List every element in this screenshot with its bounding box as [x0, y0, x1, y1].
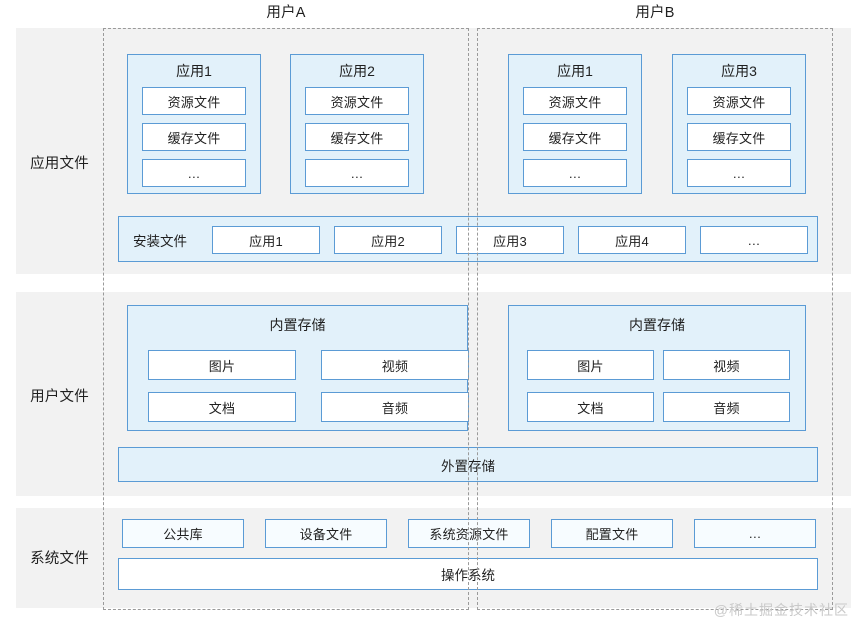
install-item-0[interactable]: 应用1 [212, 226, 320, 254]
app-group-b2-item-1[interactable]: 缓存文件 [687, 123, 791, 151]
install-item-4[interactable]: … [700, 226, 808, 254]
app-group-a2-title: 应用2 [339, 63, 375, 79]
app-group-a2-item-0[interactable]: 资源文件 [305, 87, 409, 115]
app-group-b1-item-0[interactable]: 资源文件 [523, 87, 627, 115]
app-group-b1-item-2[interactable]: … [523, 159, 627, 187]
app-group-b1-title: 应用1 [557, 63, 593, 79]
internal-storage-a-item-2[interactable]: 文档 [148, 392, 296, 422]
system-item-4[interactable]: … [694, 519, 816, 548]
system-item-2[interactable]: 系统资源文件 [408, 519, 530, 548]
user-b-title: 用户B [635, 5, 675, 21]
system-item-3[interactable]: 配置文件 [551, 519, 673, 548]
band-label-system-files: 系统文件 [30, 551, 89, 567]
app-group-b2[interactable]: 应用3 资源文件 缓存文件 … [672, 54, 806, 194]
app-group-b2-title: 应用3 [721, 63, 757, 79]
app-group-a1[interactable]: 应用1 资源文件 缓存文件 … [127, 54, 261, 194]
band-label-user-files: 用户文件 [30, 389, 89, 405]
band-label-application-files: 应用文件 [30, 156, 89, 172]
app-group-b2-item-0[interactable]: 资源文件 [687, 87, 791, 115]
app-group-a1-title: 应用1 [176, 63, 212, 79]
install-files-label: 安装文件 [133, 234, 187, 249]
app-group-a1-item-1[interactable]: 缓存文件 [142, 123, 246, 151]
external-storage-bar[interactable]: 外置存储 [118, 447, 818, 482]
app-group-b1-item-1[interactable]: 缓存文件 [523, 123, 627, 151]
internal-storage-b-item-0[interactable]: 图片 [527, 350, 654, 380]
internal-storage-a-item-0[interactable]: 图片 [148, 350, 296, 380]
system-item-0[interactable]: 公共库 [122, 519, 244, 548]
internal-storage-a: 内置存储 图片 视频 文档 音频 [127, 305, 469, 431]
app-group-b1[interactable]: 应用1 资源文件 缓存文件 … [508, 54, 642, 194]
watermark: @稀土掘金技术社区 [713, 602, 849, 618]
app-group-a2-item-1[interactable]: 缓存文件 [305, 123, 409, 151]
internal-storage-b: 内置存储 图片 视频 文档 音频 [508, 305, 806, 431]
internal-storage-b-title: 内置存储 [629, 317, 685, 333]
internal-storage-b-item-2[interactable]: 文档 [527, 392, 654, 422]
operating-system-bar[interactable]: 操作系统 [118, 558, 818, 590]
internal-storage-a-title: 内置存储 [269, 317, 326, 333]
app-group-a1-item-2[interactable]: … [142, 159, 246, 187]
system-item-1[interactable]: 设备文件 [265, 519, 387, 548]
internal-storage-b-item-3[interactable]: 音频 [663, 392, 790, 422]
install-item-2[interactable]: 应用3 [456, 226, 564, 254]
app-group-b2-item-2[interactable]: … [687, 159, 791, 187]
internal-storage-b-item-1[interactable]: 视频 [663, 350, 790, 380]
internal-storage-a-item-3[interactable]: 音频 [321, 392, 469, 422]
app-group-a1-item-0[interactable]: 资源文件 [142, 87, 246, 115]
install-files-row: 安装文件 应用1 应用2 应用3 应用4 … [118, 216, 818, 262]
user-a-title: 用户A [266, 5, 306, 21]
app-group-a2-item-2[interactable]: … [305, 159, 409, 187]
app-group-a2[interactable]: 应用2 资源文件 缓存文件 … [290, 54, 424, 194]
internal-storage-a-item-1[interactable]: 视频 [321, 350, 469, 380]
install-item-1[interactable]: 应用2 [334, 226, 442, 254]
install-item-3[interactable]: 应用4 [578, 226, 686, 254]
